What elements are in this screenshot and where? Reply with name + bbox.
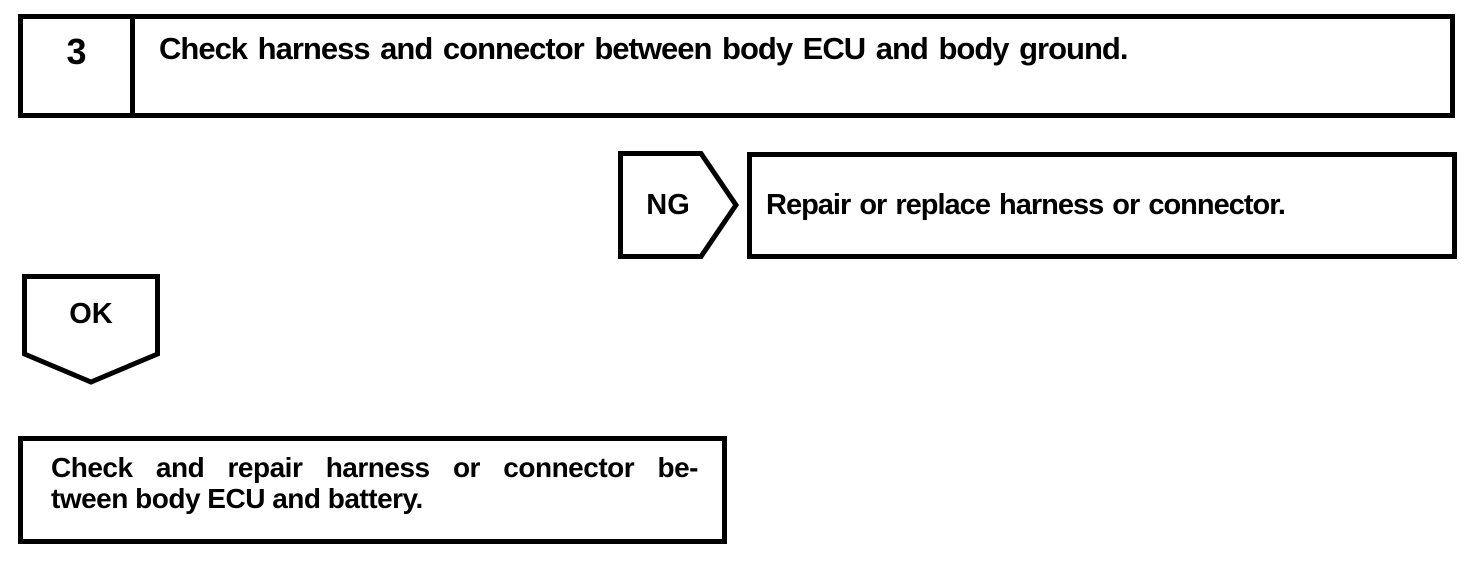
ok-pentagon-shape — [22, 274, 160, 385]
ng-label: NG — [646, 188, 690, 221]
step-title: Check harness and connector between body… — [159, 31, 1128, 66]
step-box: 3 Check harness and connector between bo… — [18, 14, 1455, 118]
ok-action-line-1: Check and repair harness or connector be… — [51, 452, 699, 483]
ng-pentagon-shape — [618, 151, 739, 259]
ok-action-line-2: tween body ECU and battery. — [51, 483, 423, 514]
step-number: 3 — [23, 19, 135, 113]
ok-action-box: Check and repair harness or connector be… — [18, 436, 727, 544]
ng-action-text: Repair or replace harness or connector. — [766, 189, 1286, 221]
ok-label: OK — [69, 298, 113, 330]
ng-action-box: Repair or replace harness or connector. — [747, 152, 1457, 259]
